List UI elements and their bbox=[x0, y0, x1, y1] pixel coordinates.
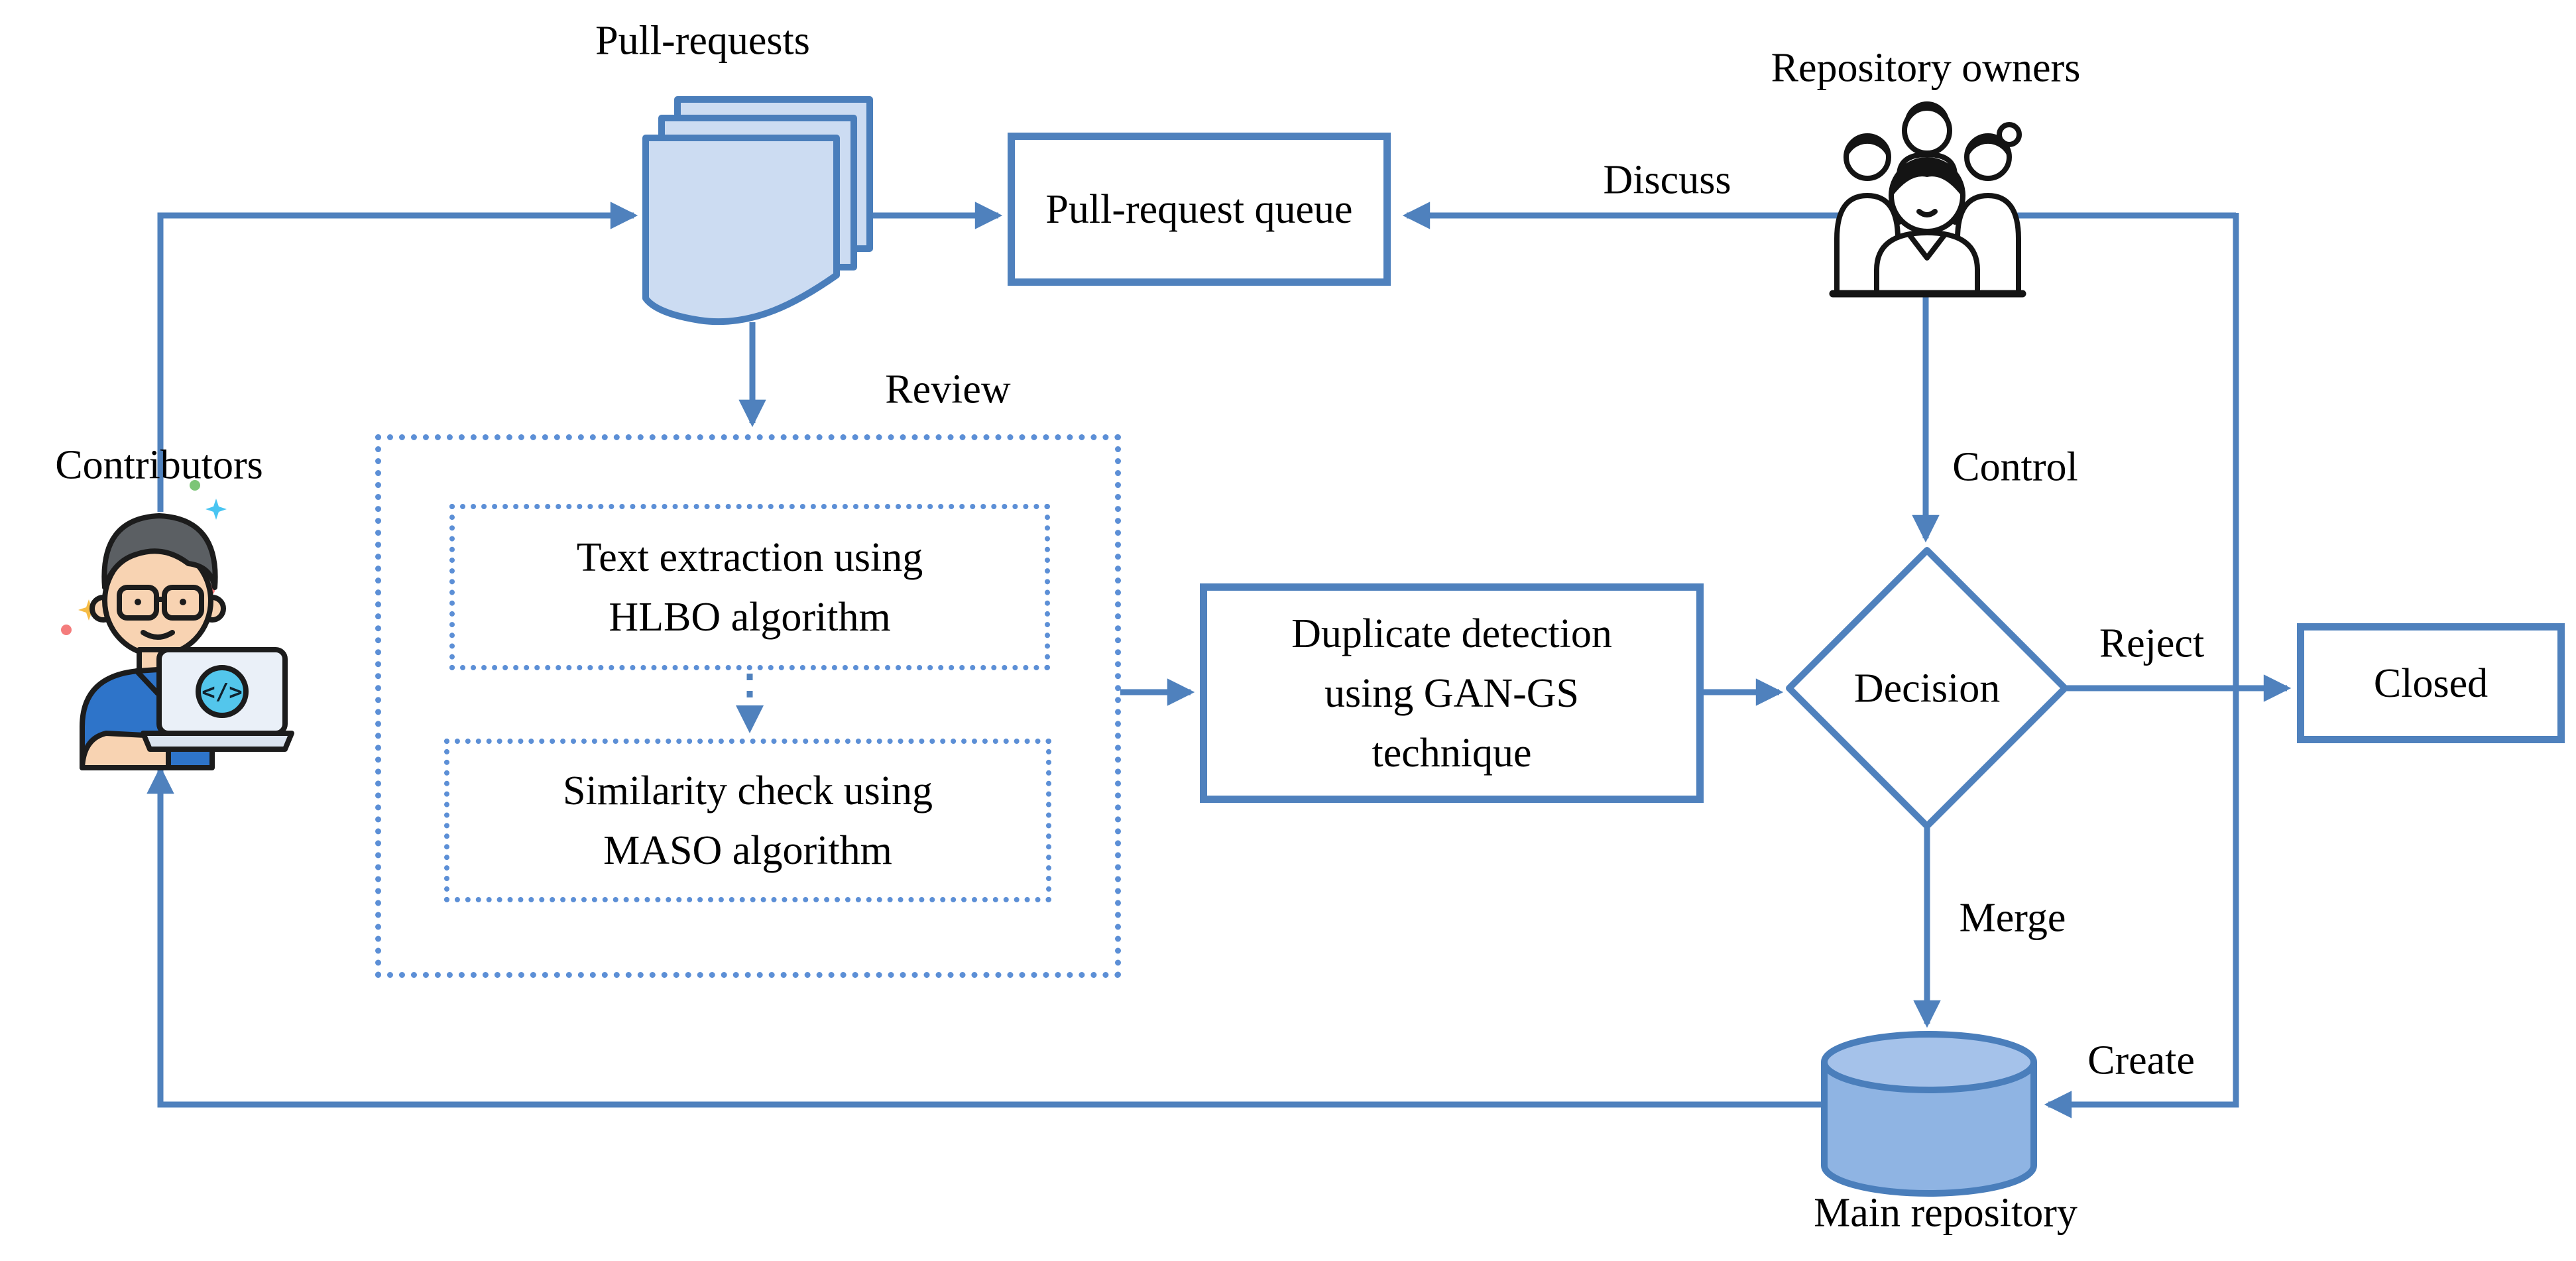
contributor-person-laptop-icon: </> bbox=[61, 480, 294, 770]
repository-owners-label: Repository owners bbox=[1771, 45, 2081, 91]
control-edge-label: Control bbox=[1952, 444, 2078, 490]
text-extraction-box: Text extraction using HLBO algorithm bbox=[449, 504, 1050, 670]
text-extraction-line1: Text extraction using bbox=[576, 534, 923, 580]
text-extraction-line2: HLBO algorithm bbox=[609, 594, 891, 640]
closed-box: Closed bbox=[2297, 623, 2565, 743]
duplicate-detection-box: Duplicate detection using GAN-GS techniq… bbox=[1200, 583, 1704, 803]
pull-requests-documents-icon bbox=[642, 96, 873, 326]
pull-request-queue-box: Pull-request queue bbox=[1008, 133, 1391, 286]
decision-diamond bbox=[1786, 547, 2068, 829]
merge-edge-label: Merge bbox=[1959, 895, 2066, 941]
arrow-repository-to-contributors bbox=[146, 766, 1824, 1108]
laptop-code-glyph: </> bbox=[202, 679, 242, 705]
review-process-container bbox=[375, 434, 1121, 978]
pull-requests-label: Pull-requests bbox=[595, 18, 810, 64]
reject-edge-label: Reject bbox=[2099, 621, 2205, 666]
arrow-contributors-to-pullrequests bbox=[157, 202, 638, 512]
main-repository-database-icon bbox=[1821, 1031, 2037, 1197]
sparkle-dot-red-left bbox=[61, 625, 72, 635]
contributors-label: Contributors bbox=[55, 442, 263, 488]
sparkle-star-cyan bbox=[205, 499, 227, 520]
similarity-check-box: Similarity check using MASO algorithm bbox=[444, 739, 1051, 902]
sparkle-dot-green bbox=[190, 480, 200, 491]
review-edge-label: Review bbox=[885, 367, 1011, 412]
main-repository-label: Main repository bbox=[1814, 1190, 2078, 1236]
create-edge-label: Create bbox=[2087, 1038, 2195, 1083]
decision-label: Decision bbox=[1853, 666, 2001, 711]
duplicate-detection-line1: Duplicate detection bbox=[1291, 611, 1612, 656]
similarity-check-line2: MASO algorithm bbox=[603, 827, 892, 873]
repository-owners-group-icon bbox=[1829, 101, 2026, 298]
hlbo-to-maso-arrowhead bbox=[736, 705, 764, 733]
sparkle-star-yellow bbox=[78, 599, 99, 621]
discuss-edge-label: Discuss bbox=[1603, 157, 1731, 203]
closed-label: Closed bbox=[2373, 660, 2488, 706]
similarity-check-line1: Similarity check using bbox=[563, 768, 933, 813]
duplicate-detection-line3: technique bbox=[1372, 730, 1532, 776]
arrow-create-owners-to-repository bbox=[2044, 213, 2239, 1118]
duplicate-detection-line2: using GAN-GS bbox=[1324, 670, 1580, 716]
pull-request-queue-label: Pull-request queue bbox=[1045, 186, 1353, 232]
